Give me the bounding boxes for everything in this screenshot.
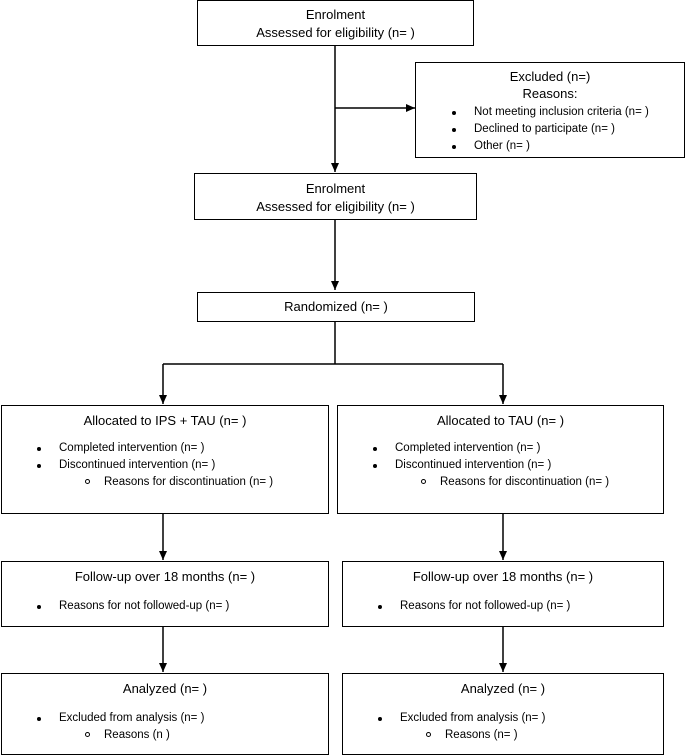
list-item: Discontinued intervention (n= ) <box>373 457 663 474</box>
right-analyzed-box: Analyzed (n= ) Excluded from analysis (n… <box>342 673 664 755</box>
enrolment-second-subtitle: Assessed for eligibility (n= ) <box>256 199 415 214</box>
enrolment-top-box: Enrolment Assessed for eligibility (n= ) <box>197 0 474 46</box>
left-followup-title: Follow-up over 18 months (n= ) <box>74 569 256 584</box>
list-item: Not meeting inclusion criteria (n= ) <box>452 104 684 121</box>
enrolment-second-title: Enrolment <box>305 181 366 196</box>
enrolment-top-subtitle: Assessed for eligibility (n= ) <box>256 25 415 40</box>
right-allocated-box: Allocated to TAU (n= ) Completed interve… <box>337 405 664 514</box>
right-allocated-title: Allocated to TAU (n= ) <box>436 413 565 428</box>
right-followup-list: Reasons for not followed-up (n= ) <box>378 598 663 615</box>
excluded-box: Excluded (n=) Reasons: Not meeting inclu… <box>415 62 685 158</box>
randomized-box: Randomized (n= ) <box>197 292 475 322</box>
list-item: Reasons (n= ) <box>426 727 663 744</box>
excluded-reasons-label: Reasons: <box>522 86 578 101</box>
enrolment-top-title: Enrolment <box>305 7 366 22</box>
list-item: Excluded from analysis (n= ) <box>378 710 663 727</box>
left-allocated-title: Allocated to IPS + TAU (n= ) <box>83 413 247 428</box>
list-item: Excluded from analysis (n= ) <box>37 710 328 727</box>
right-analyzed-title: Analyzed (n= ) <box>460 681 546 696</box>
list-item: Reasons for not followed-up (n= ) <box>37 598 328 615</box>
randomized-title: Randomized (n= ) <box>284 299 388 314</box>
list-item: Reasons for not followed-up (n= ) <box>378 598 663 615</box>
right-followup-title: Follow-up over 18 months (n= ) <box>412 569 594 584</box>
left-followup-list: Reasons for not followed-up (n= ) <box>37 598 328 615</box>
list-item: Reasons (n ) <box>85 727 328 744</box>
list-item: Reasons for discontinuation (n= ) <box>421 474 663 491</box>
left-analyzed-list: Excluded from analysis (n= ) Reasons (n … <box>37 710 328 744</box>
list-item: Reasons for discontinuation (n= ) <box>85 474 328 491</box>
left-analyzed-box: Analyzed (n= ) Excluded from analysis (n… <box>1 673 329 755</box>
right-allocated-list: Completed intervention (n= ) Discontinue… <box>373 440 663 491</box>
list-item: Completed intervention (n= ) <box>373 440 663 457</box>
list-item: Declined to participate (n= ) <box>452 121 684 138</box>
left-allocated-list: Completed intervention (n= ) Discontinue… <box>37 440 328 491</box>
excluded-reasons-list: Not meeting inclusion criteria (n= ) Dec… <box>452 104 684 155</box>
excluded-title: Excluded (n=) <box>509 69 591 84</box>
list-item: Discontinued intervention (n= ) <box>37 457 328 474</box>
right-analyzed-list: Excluded from analysis (n= ) Reasons (n=… <box>378 710 663 744</box>
left-allocated-box: Allocated to IPS + TAU (n= ) Completed i… <box>1 405 329 514</box>
list-item: Other (n= ) <box>452 138 684 155</box>
enrolment-second-box: Enrolment Assessed for eligibility (n= ) <box>194 173 477 220</box>
right-followup-box: Follow-up over 18 months (n= ) Reasons f… <box>342 561 664 627</box>
left-analyzed-title: Analyzed (n= ) <box>122 681 208 696</box>
left-followup-box: Follow-up over 18 months (n= ) Reasons f… <box>1 561 329 627</box>
list-item: Completed intervention (n= ) <box>37 440 328 457</box>
